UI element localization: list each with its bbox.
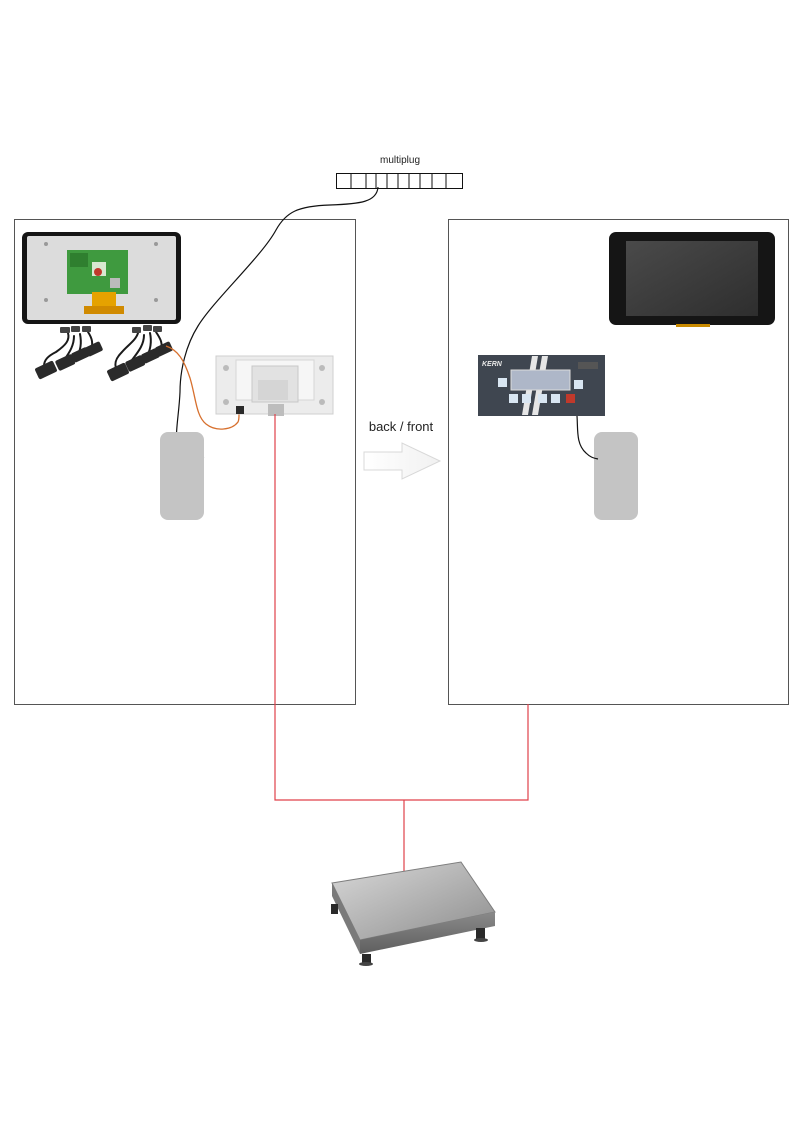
serial-cable xyxy=(165,345,241,430)
brand-label: KERN xyxy=(482,361,503,368)
back-panel xyxy=(14,219,356,705)
usb-serial-adapter-icon xyxy=(35,326,103,380)
usb-serial-adapter-icon xyxy=(107,325,173,382)
direction-label: back / front xyxy=(369,419,434,434)
scale-cables xyxy=(274,414,529,872)
multiplug xyxy=(336,173,463,189)
arrow-right-icon xyxy=(363,442,442,480)
front-panel xyxy=(448,219,789,705)
kern-indicator-icon: KERN xyxy=(478,355,605,416)
weighing-scale-icon xyxy=(331,861,496,966)
grey-block-front xyxy=(594,432,638,520)
indicator-cable xyxy=(576,415,599,460)
multiplug-label: multiplug xyxy=(380,155,420,166)
touch-display-icon xyxy=(609,232,775,327)
grey-block-back xyxy=(160,432,204,520)
power-cable xyxy=(175,186,379,459)
touch-display-icon xyxy=(22,232,181,324)
junction-box-icon xyxy=(215,355,334,416)
